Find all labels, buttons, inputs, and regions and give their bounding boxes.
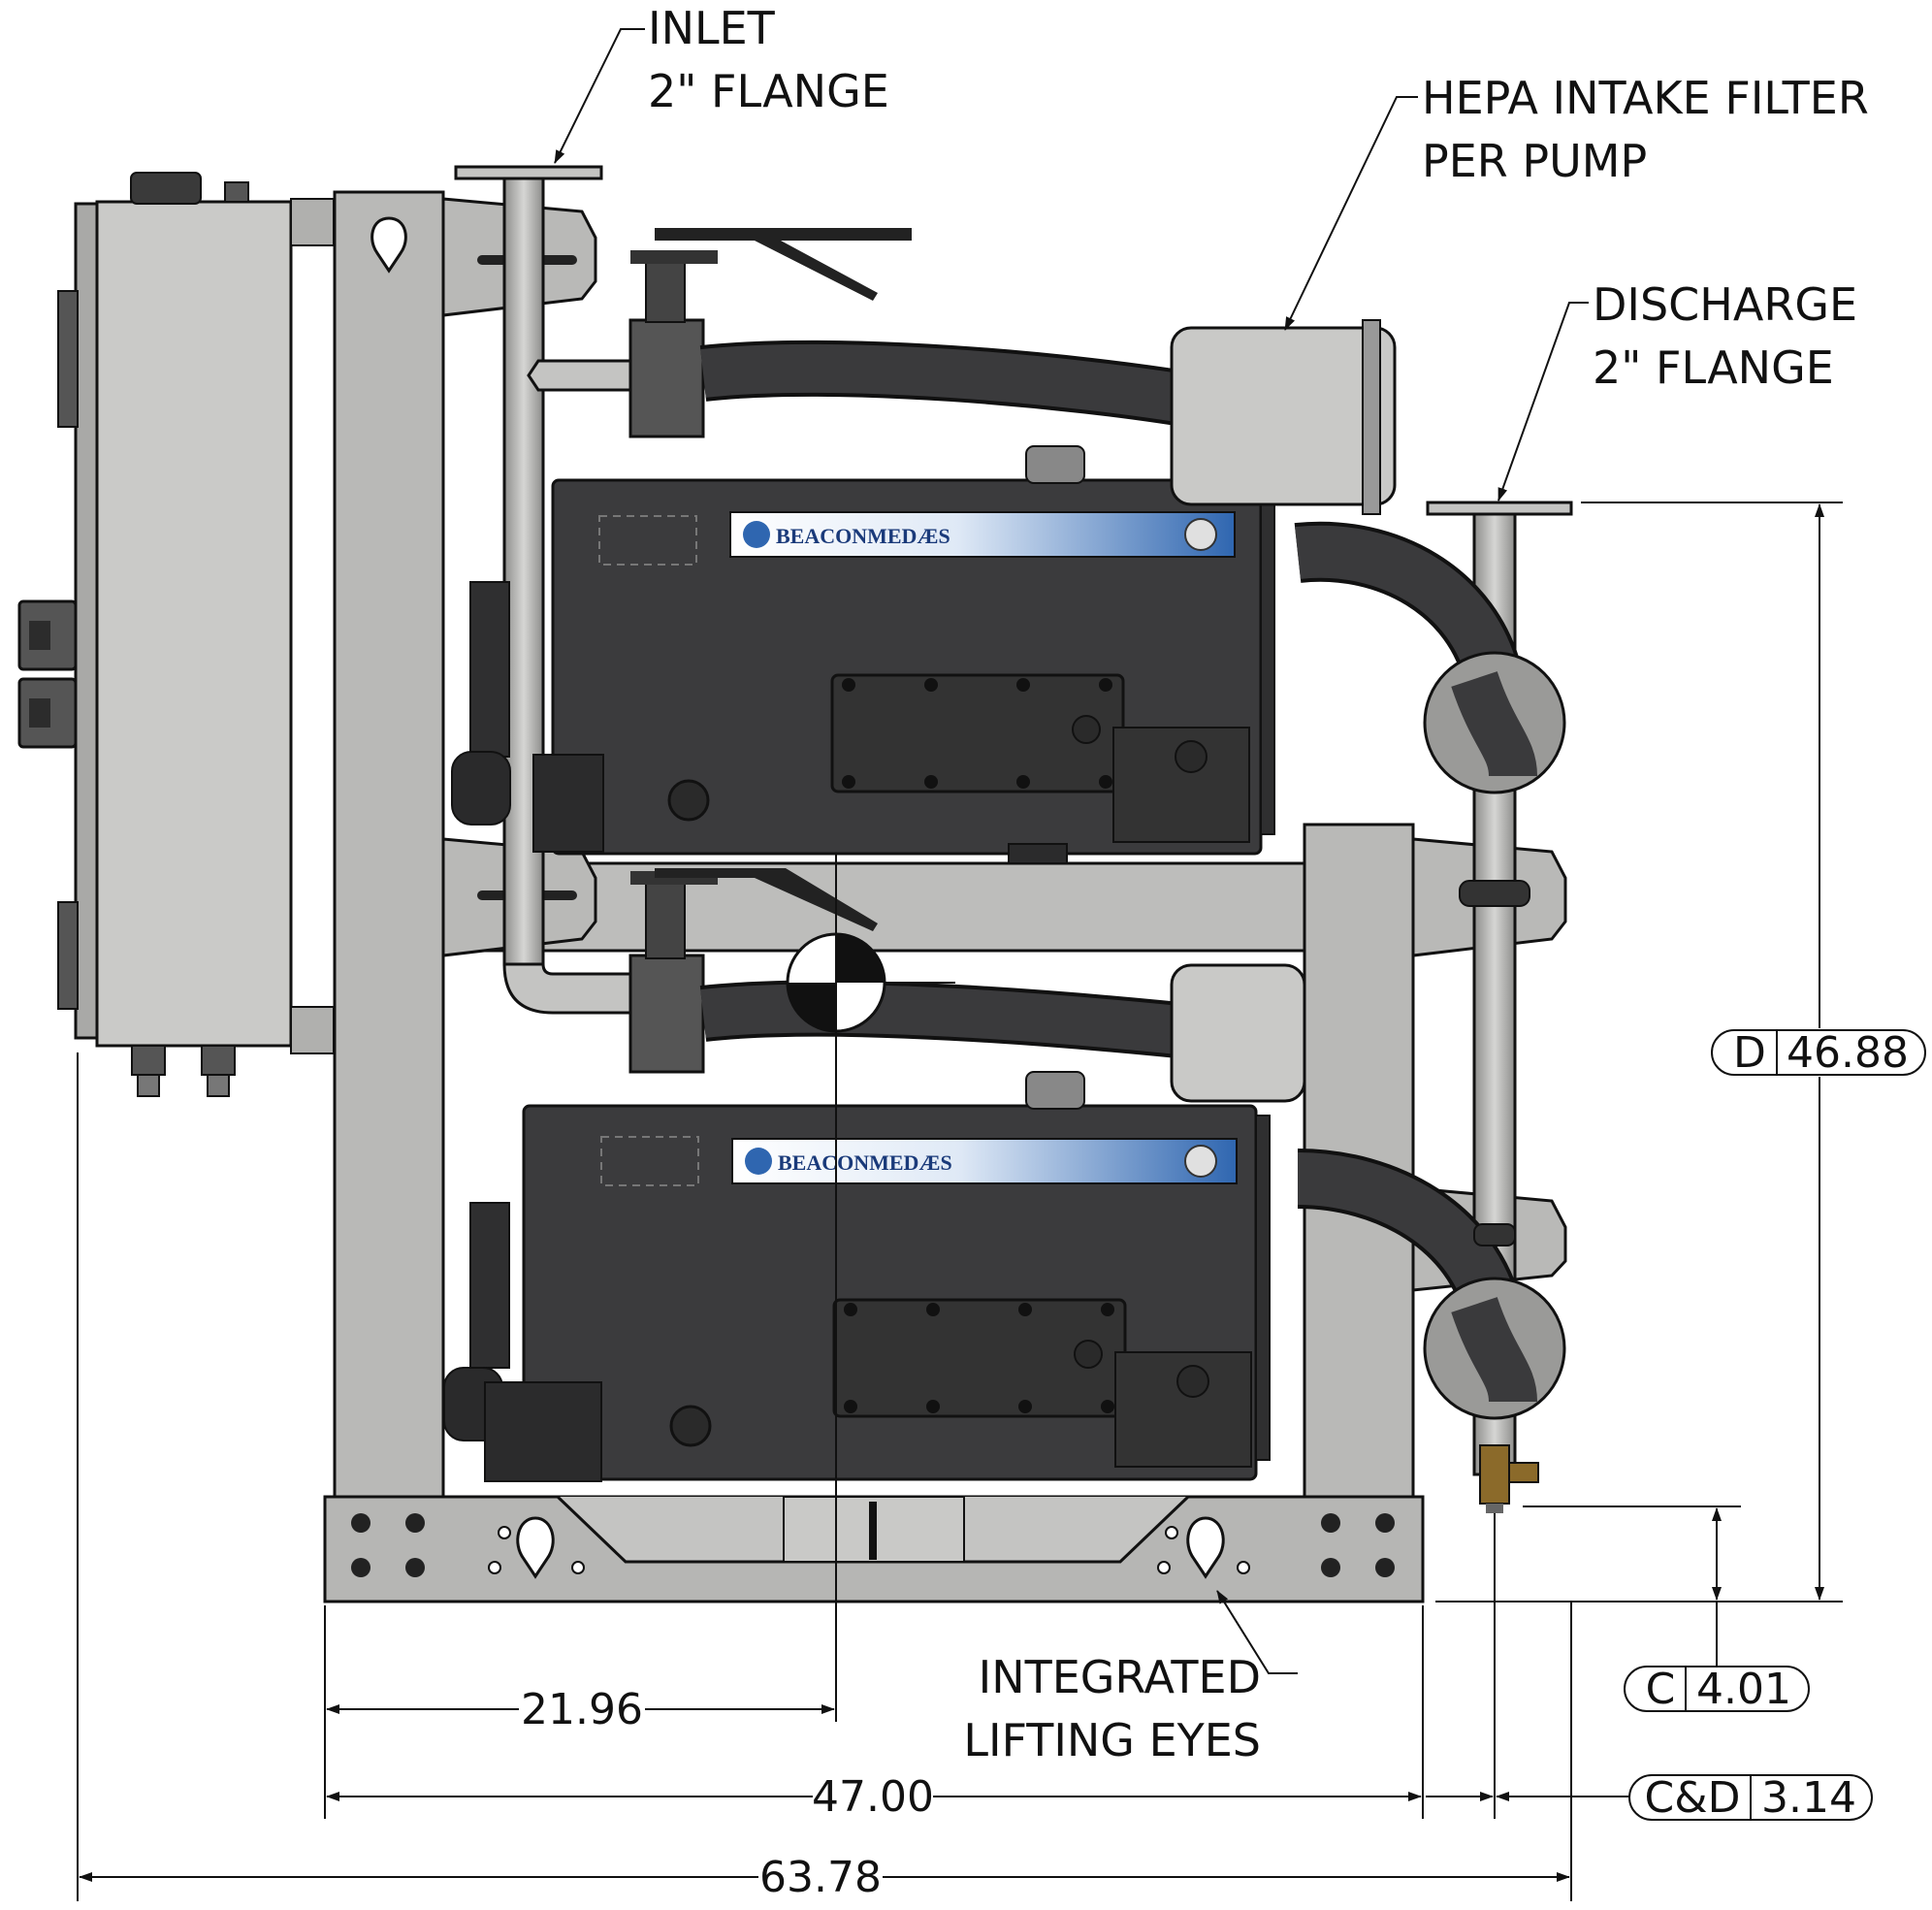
gear-icon (1184, 518, 1217, 551)
callout-lifting-eyes: INTEGRATED LIFTING EYES (963, 1590, 1298, 1766)
lifting-hole-icon (370, 216, 407, 274)
dimension-labels: 21.96 47.00 63.78 D 46.88 C 4.01 C&D 3.1… (521, 1028, 1926, 1902)
dim-offset-cd-badge: C&D 3.14 (1628, 1773, 1873, 1823)
disconnect-switch-icon (17, 599, 78, 749)
callout-text: 2" FLANGE (648, 65, 889, 117)
brand-name: BEACONMEDÆS (776, 524, 950, 548)
brand-label (729, 511, 1236, 558)
dim-frame-width: 47.00 (812, 1772, 934, 1822)
dimension-lines (77, 502, 1843, 1901)
gear-icon (1184, 1145, 1217, 1178)
dim-tag: D (1733, 1028, 1766, 1078)
hepa-filter (1025, 319, 1397, 1110)
discharge-manifold (1294, 501, 1573, 1513)
lower-vacuum-pump: BEACONMEDÆS (443, 1104, 1271, 1482)
brand-name: BEACONMEDÆS (778, 1150, 952, 1175)
dim-value: 3.14 (1761, 1773, 1856, 1823)
callout-text: INTEGRATED (979, 1651, 1261, 1703)
callout-text: HEPA INTAKE FILTER (1422, 72, 1869, 124)
callout-discharge: DISCHARGE 2" FLANGE (1497, 278, 1857, 502)
dim-cg-x: 21.96 (521, 1685, 643, 1734)
callout-text: LIFTING EYES (963, 1714, 1261, 1766)
dim-overall-width: 63.78 (759, 1853, 882, 1902)
center-of-gravity-symbol (786, 854, 955, 1722)
dim-height-c-badge: C 4.01 (1624, 1665, 1810, 1714)
brand-label (731, 1138, 1238, 1184)
cable-gland-icon (131, 1045, 236, 1097)
drain-valve-icon (1479, 1444, 1539, 1513)
callout-text: PER PUMP (1422, 135, 1647, 187)
dim-value: 46.88 (1787, 1028, 1909, 1078)
dim-value: 4.01 (1696, 1665, 1791, 1714)
brand-logo-icon (743, 521, 770, 548)
dim-height-d-badge: D 46.88 (1711, 1028, 1926, 1078)
control-panel (17, 172, 335, 1097)
brand-logo-icon (745, 1148, 772, 1175)
skid-bolt-icon (351, 1513, 1395, 1577)
inlet-manifold (454, 165, 912, 1074)
callout-text: 2" FLANGE (1593, 341, 1834, 394)
lifting-eye-icon (488, 1516, 1250, 1579)
callout-text: INLET (648, 2, 776, 54)
callout-hepa-filter: HEPA INTAKE FILTER PER PUMP (1284, 72, 1869, 331)
dim-tag: C&D (1645, 1773, 1741, 1823)
dim-tag: C (1646, 1665, 1676, 1714)
callout-inlet: INLET 2" FLANGE (554, 2, 889, 164)
upper-vacuum-pump: BEACONMEDÆS (451, 478, 1275, 864)
callout-text: DISCHARGE (1593, 278, 1857, 331)
